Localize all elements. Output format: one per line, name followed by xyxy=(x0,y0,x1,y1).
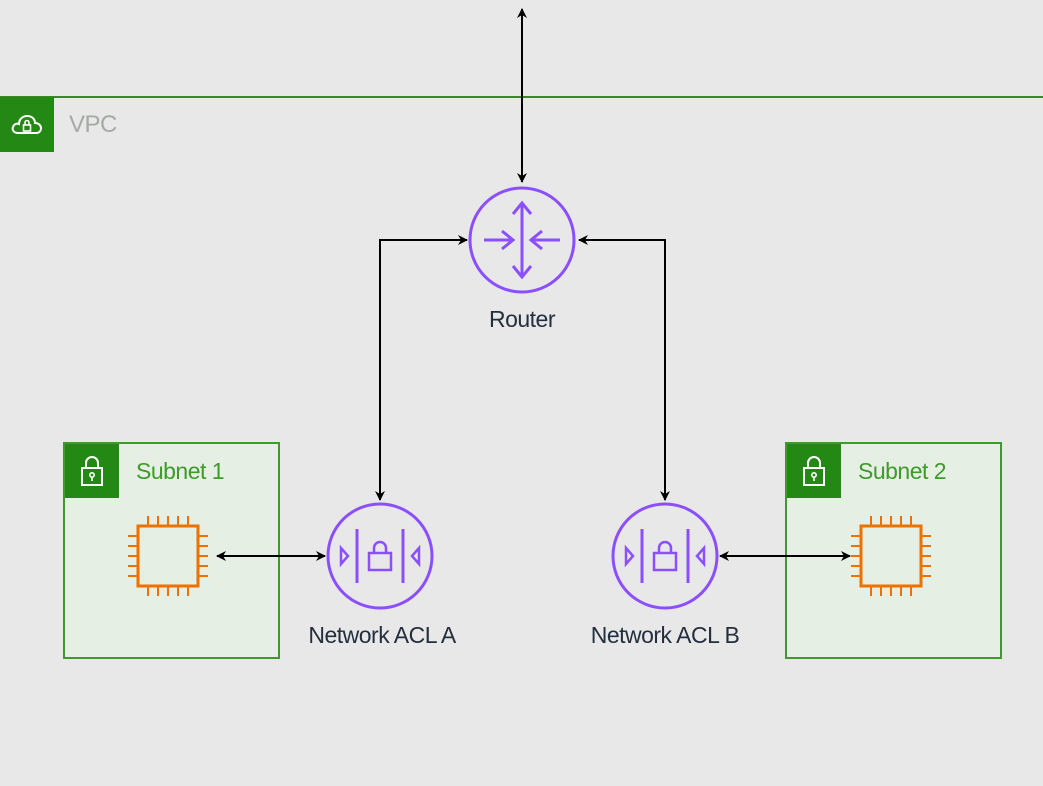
network-acl-icon xyxy=(326,502,434,610)
lock-icon xyxy=(65,444,119,498)
connector-router-acl-b xyxy=(578,235,670,501)
ec2-instance-icon xyxy=(851,516,931,596)
network-acl-b-label: Network ACL B xyxy=(590,622,740,648)
network-acl-a-label: Network ACL A xyxy=(308,622,456,648)
subnet-1-label: Subnet 1 xyxy=(136,458,225,484)
ec2-instance-icon xyxy=(128,516,208,596)
router-icon xyxy=(468,186,576,294)
network-acl-icon xyxy=(611,502,719,610)
lock-icon xyxy=(787,444,841,498)
vpc-label: VPC xyxy=(69,111,117,138)
subnet-2-label: Subnet 2 xyxy=(858,458,947,484)
vpc-icon xyxy=(0,97,54,152)
subnet-1-group: Subnet 1 xyxy=(63,442,280,659)
subnet-2-group: Subnet 2 xyxy=(785,442,1002,659)
router-label: Router xyxy=(488,306,556,332)
connector-router-acl-a xyxy=(375,235,468,501)
